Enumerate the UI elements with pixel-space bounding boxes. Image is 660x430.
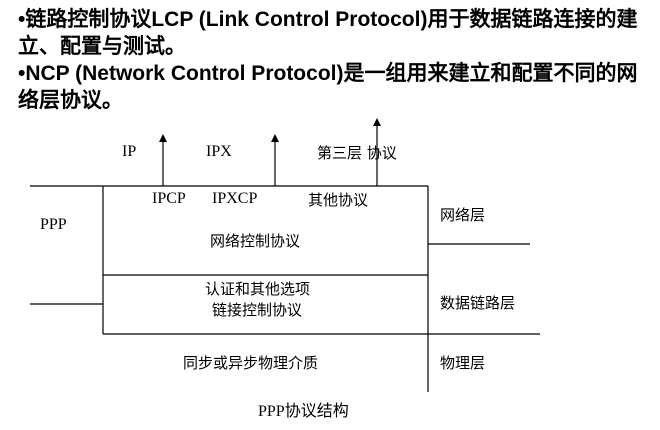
label-physical-medium: 同步或异步物理介质 <box>183 354 319 372</box>
label-ppp: PPP <box>40 216 67 233</box>
label-third-layer-protocol: 第三层 协议 <box>317 144 397 162</box>
label-ip: IP <box>122 143 137 160</box>
label-ipcp: IPCP <box>152 190 186 207</box>
label-physical-layer: 物理层 <box>440 354 486 372</box>
label-ipxcp: IPXCP <box>212 190 258 207</box>
label-ipx: IPX <box>206 143 232 160</box>
bullet-ncp: •NCP (Network Control Protocol)是一组用来建立和配… <box>18 62 638 112</box>
label-auth-options: 认证和其他选项 <box>205 280 311 298</box>
label-datalink-layer: 数据链路层 <box>440 294 516 312</box>
bullet-lcp: •链路控制协议LCP (Link Control Protocol)用于数据链路… <box>18 8 638 58</box>
label-other-protocols: 其他协议 <box>308 191 369 209</box>
label-link-control-protocol: 链接控制协议 <box>212 301 303 319</box>
label-network-control-protocol: 网络控制协议 <box>210 232 301 250</box>
diagram-caption: PPP协议结构 <box>258 403 349 420</box>
bullet-list: •链路控制协议LCP (Link Control Protocol)用于数据链路… <box>18 6 648 114</box>
label-network-layer: 网络层 <box>440 206 486 224</box>
